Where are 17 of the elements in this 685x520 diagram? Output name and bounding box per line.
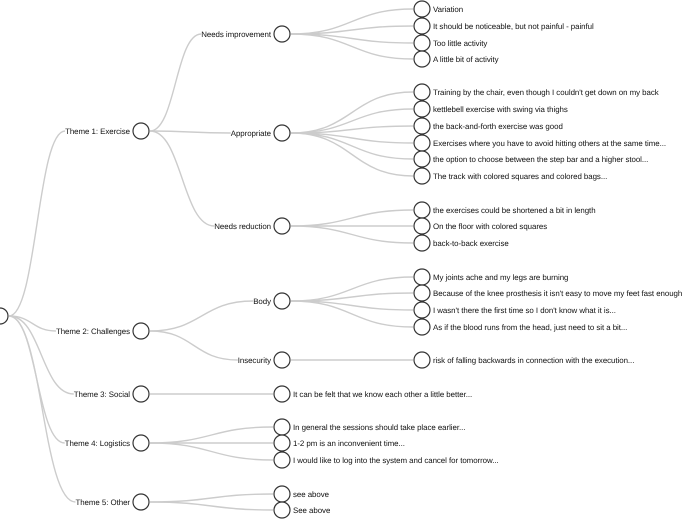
connector-line [290, 33, 414, 60]
connector-line [290, 132, 414, 177]
connector-line [150, 330, 238, 361]
connector-line [8, 130, 66, 317]
connector-line [290, 276, 414, 302]
connector-line [290, 300, 414, 328]
connector-line [150, 442, 274, 461]
connector-line [290, 91, 414, 134]
connector-line [150, 130, 214, 227]
connector-line [150, 300, 254, 332]
connector-line [150, 33, 202, 132]
connector-line [291, 359, 413, 361]
connector-line [290, 8, 414, 35]
connector-line [150, 393, 273, 395]
connector-line [150, 501, 273, 511]
connector-line [290, 225, 414, 244]
connector-line [8, 315, 76, 503]
